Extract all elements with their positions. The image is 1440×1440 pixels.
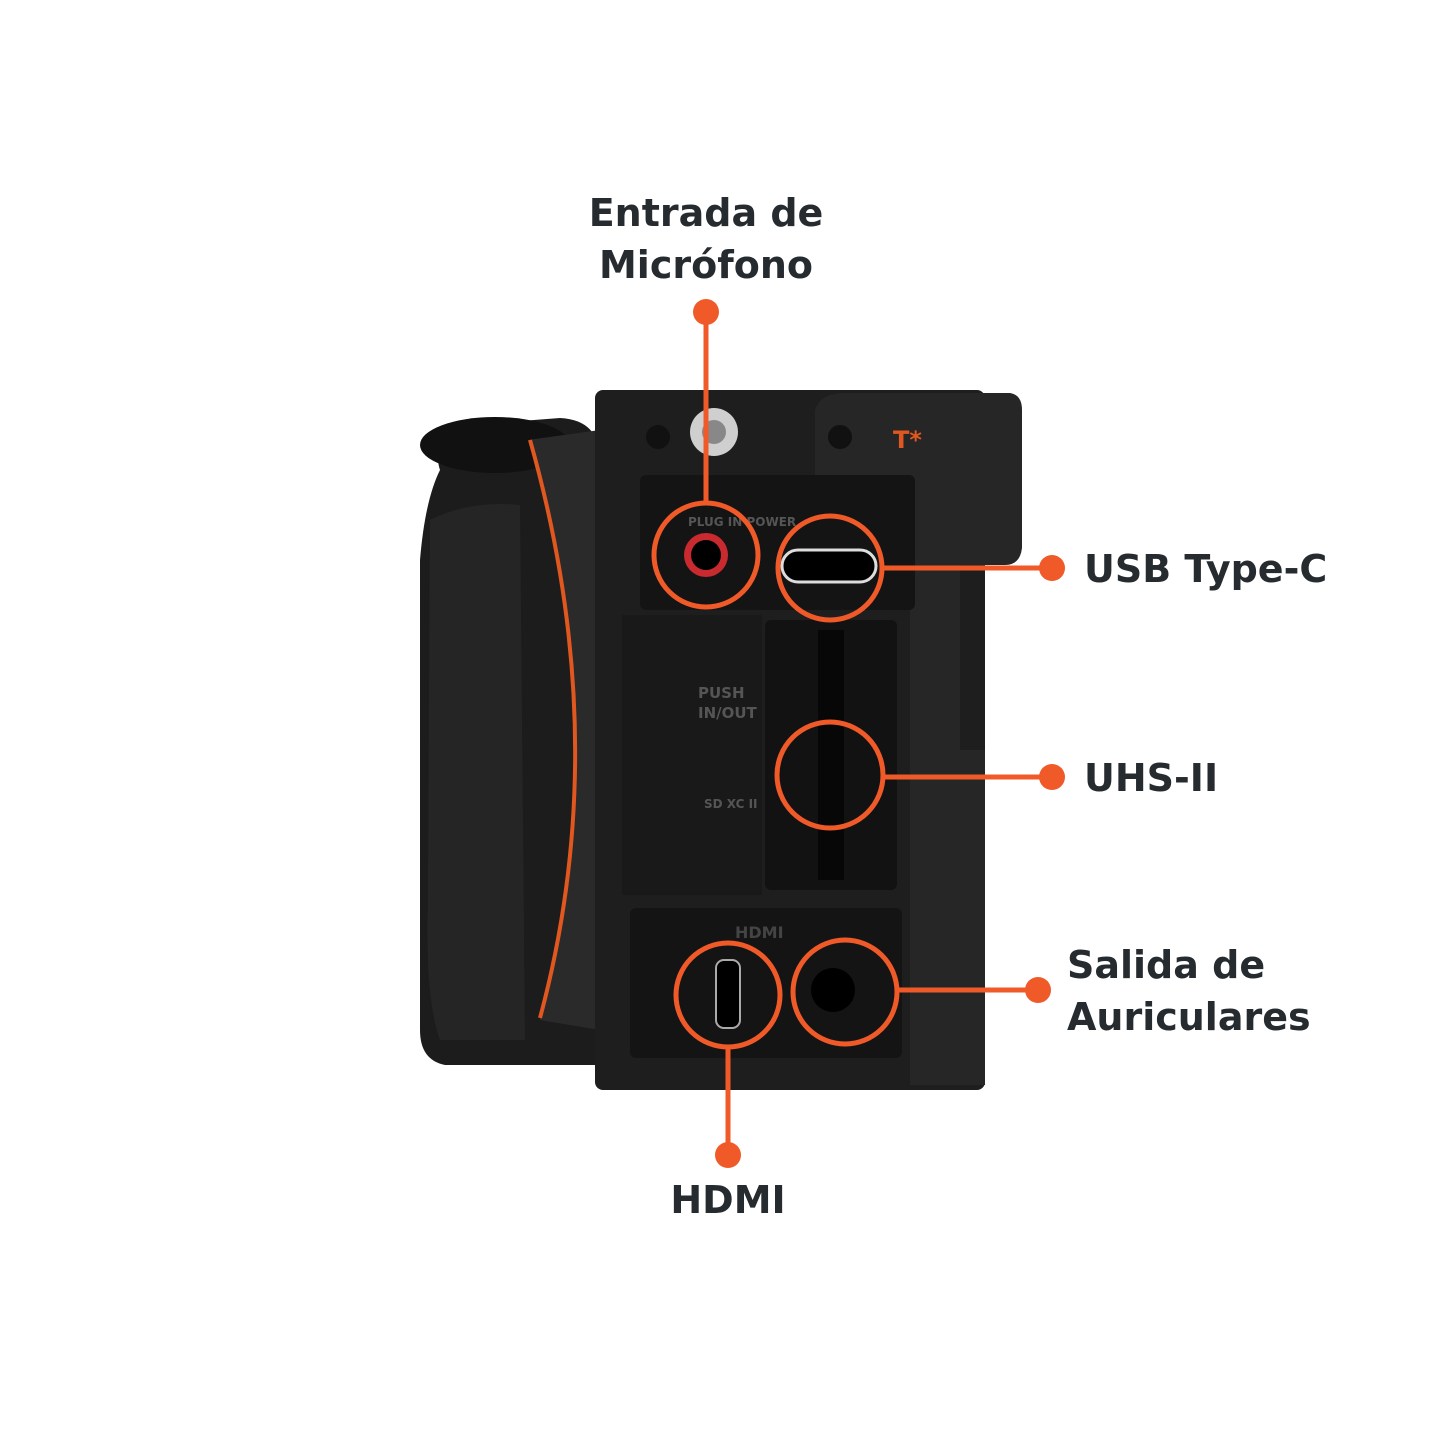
- headphone-output-label: Salida de Auriculares: [1067, 943, 1311, 1039]
- svg-text:SD XC II: SD XC II: [704, 797, 758, 811]
- hdmi-port: [715, 959, 741, 1029]
- lens-mount-orange-ring: [528, 439, 578, 1019]
- screw-icon: [646, 425, 670, 449]
- svg-text:PUSH: PUSH: [698, 684, 745, 702]
- callout-lines: [651, 312, 1052, 1155]
- hdmi-label: HDMI: [670, 1178, 786, 1222]
- usb-highlight-circle: [775, 513, 885, 623]
- svg-text:PLUG IN POWER: PLUG IN POWER: [688, 515, 796, 529]
- sd-card-slot: [818, 630, 844, 880]
- svg-text:IN/OUT: IN/OUT: [698, 704, 758, 722]
- usb-label: USB Type-C: [1084, 547, 1328, 591]
- grip-texture: [427, 504, 525, 1040]
- headphone-jack: [811, 968, 855, 1012]
- uhs-ii-label: UHS-II: [1084, 756, 1219, 800]
- viewfinder-hump: [815, 393, 1022, 1085]
- card-highlight-circle: [774, 719, 886, 831]
- mic-input-label: Entrada de Micrófono: [588, 191, 824, 287]
- headphone-highlight-circle: [790, 937, 900, 1047]
- screw-icon: [828, 425, 852, 449]
- usb-c-port: [780, 548, 878, 584]
- camera-body: T* PLUG IN POWER PUSH IN/OUT SD XC II HD…: [420, 390, 1022, 1090]
- svg-text:HDMI: HDMI: [735, 923, 784, 942]
- card-door: [622, 615, 762, 895]
- mic-highlight-circle: [651, 500, 761, 610]
- callout-dots: [693, 299, 1065, 1168]
- lens-mark: T*: [893, 426, 922, 454]
- control-dial: [420, 417, 570, 473]
- hdmi-highlight-circle: [673, 940, 783, 1050]
- port-panel-bottom: [630, 908, 902, 1058]
